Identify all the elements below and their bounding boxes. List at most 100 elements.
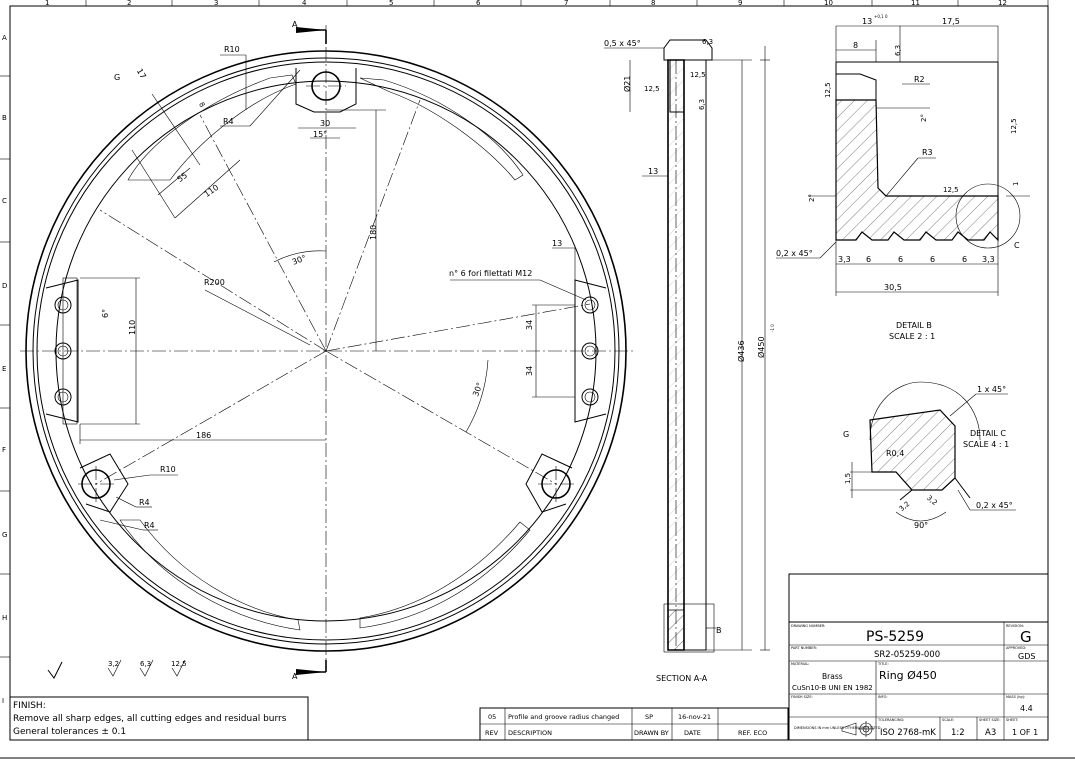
- rev-cell-date: 16-nov-21: [678, 713, 711, 721]
- roughness-icon: [171, 659, 186, 677]
- dim-110-slot: 110: [203, 183, 221, 199]
- dim-r10-top: R10: [224, 45, 240, 54]
- dim-180: 180: [369, 225, 378, 240]
- dim-15-deg: 15°: [313, 130, 327, 139]
- tb-sheet-size-label: SHEET SIZE:: [979, 718, 1001, 722]
- detb-d6-2: 6: [898, 255, 903, 264]
- sec-rough-63-b: 6,3: [698, 99, 706, 110]
- dim-r4-bottom-1: R4: [139, 498, 150, 507]
- rev-header-drawn-by: DRAWN BY: [634, 729, 669, 737]
- dim-34-a: 34: [525, 320, 534, 330]
- detb-rough-125-l: 12,5: [824, 82, 832, 98]
- section-marker-bottom: A: [292, 672, 298, 681]
- rev-cell-rev: 05: [488, 713, 496, 721]
- tb-scale: 1:2: [951, 728, 965, 738]
- detb-d305: 30,5: [884, 283, 902, 292]
- sec-d13: 13: [648, 167, 658, 176]
- tb-info-label: INFO:: [878, 695, 888, 699]
- sec-tol-450: -1 0: [770, 324, 775, 332]
- roughness-icon: [139, 659, 154, 677]
- grid-row-g: G: [2, 531, 7, 539]
- dim-r200: R200: [204, 278, 225, 287]
- tb-tolerancing: ISO 2768-mK: [880, 728, 936, 738]
- rev-header-date: DATE: [684, 729, 701, 737]
- detb-angle-2-b: 2°: [808, 194, 816, 202]
- dim-6-deg: 6°: [101, 309, 110, 318]
- rev-cell-description: Profile and groove radius changed: [508, 713, 619, 721]
- detb-d33-l: 3,3: [838, 255, 851, 264]
- detb-d33-r: 3,3: [982, 255, 995, 264]
- grid-col-3: 3: [214, 0, 218, 7]
- notes-line-2: Remove all sharp edges, all cutting edge…: [13, 714, 287, 724]
- tb-finish-label: FINISH SIZE:: [791, 695, 813, 699]
- tb-revision-label: REVISION:: [1006, 624, 1024, 628]
- grid-col-11: 11: [911, 0, 920, 7]
- detb-rough-63: 6,3: [894, 45, 902, 56]
- detail-c-view: 1 x 45° DETAIL C SCALE 4 : 1 G R0,4 1,5 …: [843, 381, 1016, 530]
- detb-chamfer: 0,2 x 45°: [776, 249, 813, 258]
- finish-sym-3: 12,5: [171, 660, 187, 668]
- detb-scale: SCALE 2 : 1: [889, 332, 935, 341]
- projection-symbol-icon: [841, 721, 874, 737]
- sec-d450: Ø450: [756, 336, 766, 358]
- dim-186: 186: [196, 431, 211, 440]
- grid-row-b: B: [2, 114, 7, 122]
- detb-title: DETAIL B: [896, 321, 932, 330]
- roughness-icon: [107, 659, 122, 677]
- sec-rough-125-b: 12,5: [644, 85, 660, 93]
- front-view: A A: [20, 20, 635, 681]
- dim-17: 17: [135, 67, 148, 80]
- detc-d15: 1,5: [844, 473, 852, 484]
- rev-header-rev: REV: [485, 729, 499, 737]
- grid-col-7: 7: [564, 0, 568, 7]
- dim-r4-bottom-2: R4: [144, 521, 155, 530]
- grid-col-9: 9: [738, 0, 742, 7]
- detb-r3: R3: [922, 148, 933, 157]
- detb-d13: 13: [862, 17, 872, 26]
- notes-line-3: General tolerances ± 0.1: [13, 727, 126, 737]
- sec-d21: Ø21: [622, 76, 632, 92]
- sec-chamfer: 0,5 x 45°: [604, 39, 641, 48]
- grid-col-12: 12: [998, 0, 1007, 7]
- tb-material-label: MATERIAL:: [791, 662, 809, 666]
- dim-55: 55: [176, 171, 190, 184]
- grid-row-e: E: [2, 365, 6, 373]
- dim-34-b: 34: [525, 366, 534, 376]
- tb-title: Ring Ø450: [879, 669, 937, 682]
- rev-header-description: DESCRIPTION: [508, 729, 552, 737]
- grid-col-10: 10: [824, 0, 833, 7]
- rev-cell-drawn-by: SP: [645, 713, 653, 721]
- tb-drawing-number: PS-5259: [866, 629, 924, 645]
- tb-part-number-label: PART NUMBER:: [791, 646, 817, 650]
- detc-chamfer-bottom: 0,2 x 45°: [976, 501, 1013, 510]
- detb-d8: 8: [853, 41, 858, 50]
- dim-30-deg-top: 30°: [291, 253, 307, 266]
- sec-d436: Ø436: [736, 340, 746, 362]
- dim-110-left: 110: [128, 320, 137, 335]
- detb-angle-2-a: 2°: [920, 114, 928, 122]
- sec-rough-125-a: 12,5: [690, 71, 706, 79]
- detb-d6-1: 6: [866, 255, 871, 264]
- dim-g-label: G: [114, 73, 120, 82]
- detail-b-view: 13 +0,1 0 17,5 8 6,3 12,5 R2 2° R3 12,5 …: [776, 14, 1030, 341]
- notes-box: FINISH: Remove all sharp edges, all cutt…: [9, 696, 309, 741]
- finish-symbols: 3,2 6,3 12,5: [47, 659, 187, 679]
- tb-revision: G: [1020, 628, 1032, 646]
- grid-col-8: 8: [651, 0, 655, 7]
- finish-sym-2: 6,3: [140, 660, 151, 668]
- detc-rough-32-a: 3,2: [898, 500, 912, 513]
- detc-angle-90: 90°: [914, 521, 928, 530]
- grid-row-a: A: [2, 34, 7, 42]
- detb-r2: R2: [914, 75, 925, 84]
- grid-col-4: 4: [302, 0, 307, 7]
- detb-d6-4: 6: [962, 255, 967, 264]
- tb-sheet: 1 OF 1: [1012, 728, 1038, 737]
- dim-30: 30: [320, 119, 330, 128]
- tb-mass-label: MASS (kg):: [1006, 695, 1025, 699]
- rev-header-ref-eco: REF. ECO: [738, 729, 767, 737]
- detb-c-marker: C: [1014, 241, 1020, 250]
- grid-row-c: C: [2, 197, 7, 205]
- tb-sheet-label: SHEET:: [1006, 718, 1018, 722]
- section-title: SECTION A-A: [656, 674, 708, 683]
